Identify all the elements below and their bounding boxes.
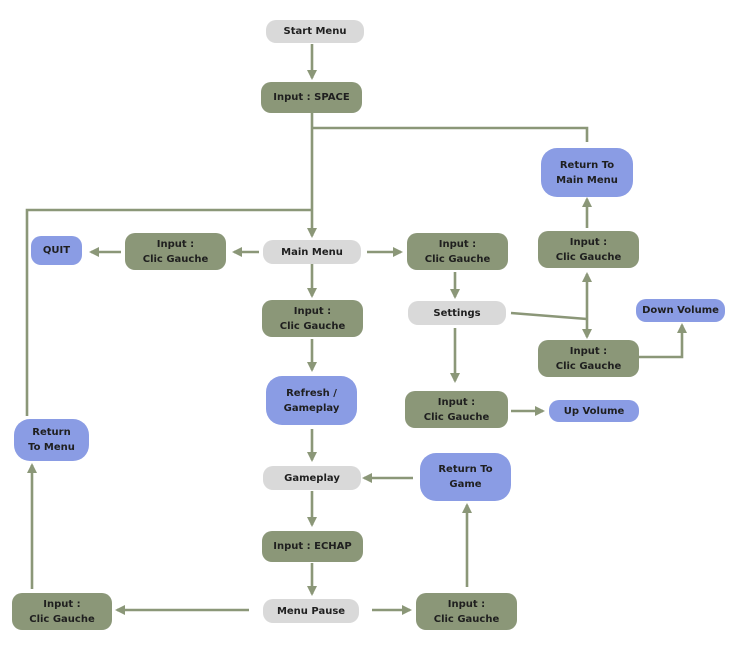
input-quit-node: Input : Clic Gauche — [125, 233, 226, 270]
main-menu-node: Main Menu — [263, 240, 361, 264]
gameplay-node: Gameplay — [263, 466, 361, 490]
return-to-game-node: Return To Game — [420, 453, 511, 501]
start-menu-node: Start Menu — [266, 20, 364, 43]
return-to-menu-node: Return To Menu — [14, 419, 89, 461]
settings-node: Settings — [408, 301, 506, 325]
input-settings-node: Input : Clic Gauche — [407, 233, 508, 270]
line-return-mainmenu-to-top — [312, 126, 589, 142]
input-left-node: Input : Clic Gauche — [12, 593, 112, 630]
return-to-main-menu-node: Return To Main Menu — [541, 148, 633, 197]
arrow-input-down-to-down-volume — [639, 323, 687, 359]
input-up-node: Input : Clic Gauche — [405, 391, 508, 428]
menu-pause-node: Menu Pause — [263, 599, 359, 623]
line-settings-to-right — [510, 311, 588, 321]
refresh-gameplay-node: Refresh / Gameplay — [266, 376, 357, 425]
input-space-node: Input : SPACE — [261, 82, 362, 113]
input-down-node: Input : Clic Gauche — [538, 340, 639, 377]
input-echap-node: Input : ECHAP — [262, 531, 363, 562]
input-play-node: Input : Clic Gauche — [262, 300, 363, 337]
up-volume-node: Up Volume — [549, 400, 639, 422]
input-right-node: Input : Clic Gauche — [416, 593, 517, 630]
quit-node: QUIT — [31, 236, 82, 265]
line-return-menu-to-mainmenu — [25, 208, 312, 416]
input-return-main-node: Input : Clic Gauche — [538, 231, 639, 268]
down-volume-node: Down Volume — [636, 299, 725, 322]
